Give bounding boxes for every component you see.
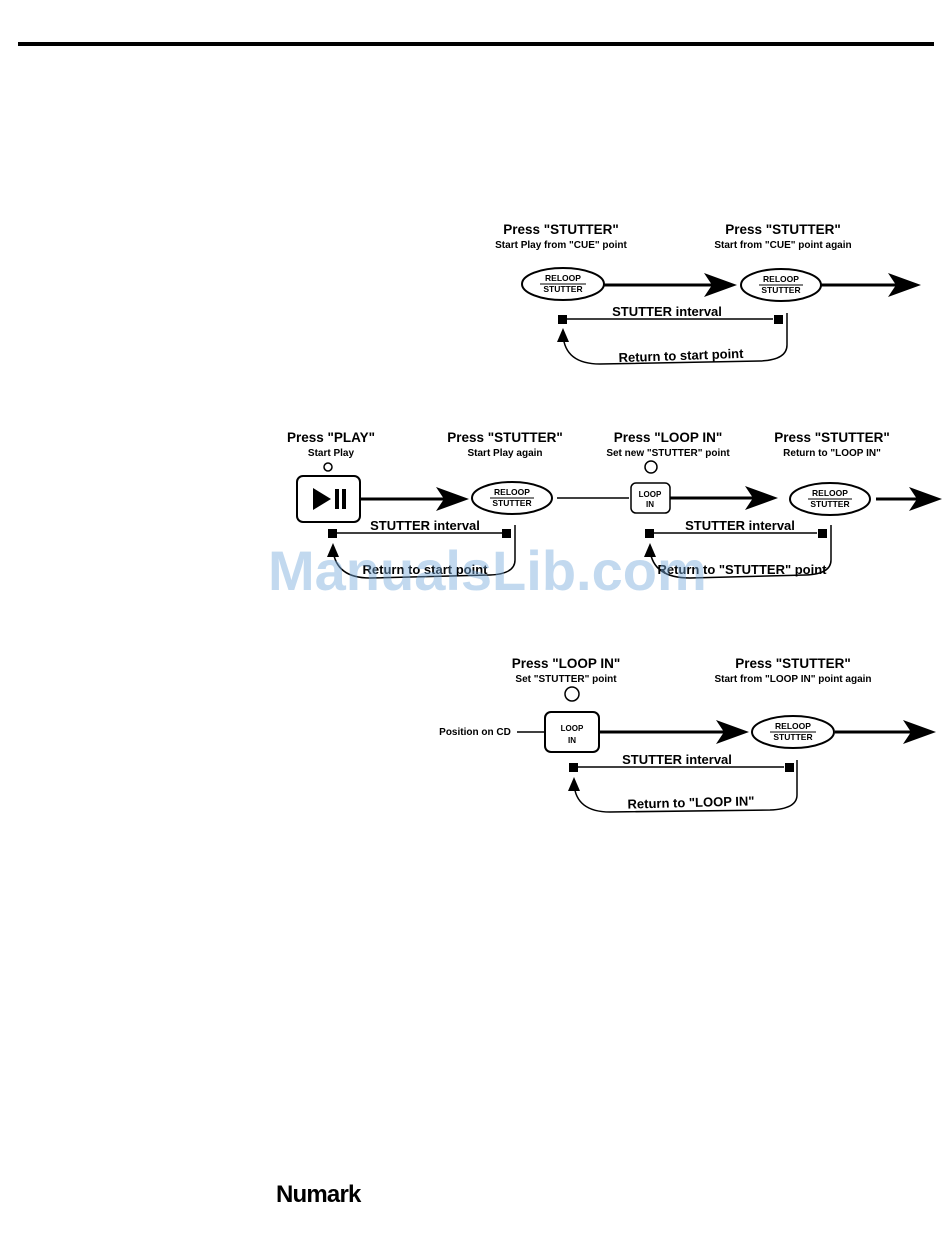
return-arrow-icon	[327, 543, 339, 557]
loop-in-bottom-label: IN	[568, 736, 576, 745]
stutter-button-bottom-label: STUTTER	[543, 284, 582, 294]
stutter-button-bottom-label: STUTTER	[810, 499, 849, 509]
loop-in-top-label: LOOP	[639, 490, 662, 499]
return-arrow-icon	[644, 543, 656, 557]
d2-step2-title: Press "STUTTER"	[447, 430, 563, 445]
pause-bar-icon	[342, 489, 346, 509]
return-loop	[573, 760, 798, 813]
play-icon	[313, 488, 331, 510]
interval-label: STUTTER interval	[685, 518, 795, 533]
d3-step1-title: Press "LOOP IN"	[512, 656, 621, 671]
stutter-button-bottom-label: STUTTER	[492, 498, 531, 508]
top-rule	[18, 42, 934, 46]
return-arrow-icon	[557, 328, 569, 342]
stutter-button-bottom-label: STUTTER	[761, 285, 800, 295]
interval-end-marker	[818, 529, 827, 538]
diagram-2: Press "PLAY" Start Play Press "STUTTER" …	[287, 430, 942, 579]
d2-step3-subtitle: Set new "STUTTER" point	[606, 448, 730, 459]
interval-start-marker	[645, 529, 654, 538]
return-loop	[332, 525, 516, 579]
stutter-button: RELOOP STUTTER	[740, 268, 822, 302]
arrow-head-icon	[909, 487, 942, 511]
arrow-head-icon	[704, 273, 737, 297]
return-label: Return to "LOOP IN"	[627, 793, 754, 811]
arrow-head-icon	[888, 273, 921, 297]
stutter-button-bottom-label: STUTTER	[773, 732, 812, 742]
led-indicator-icon	[323, 462, 333, 472]
arrow-head-icon	[745, 486, 778, 510]
d2-step1-subtitle: Start Play	[308, 448, 355, 459]
return-label: Return to start point	[363, 562, 489, 577]
interval-start-marker	[328, 529, 337, 538]
brand-logo: Numark	[276, 1181, 361, 1208]
loop-in-button: LOOP IN	[630, 482, 671, 514]
stutter-button-top-label: RELOOP	[763, 274, 799, 284]
arrow-head-icon	[716, 720, 749, 744]
pause-bar-icon	[335, 489, 339, 509]
d2-step3-title: Press "LOOP IN"	[614, 430, 723, 445]
loop-in-bottom-label: IN	[646, 500, 654, 509]
d2-step4-subtitle: Return to "LOOP IN"	[783, 448, 881, 459]
interval-label: STUTTER interval	[622, 752, 732, 767]
watermark: ManualsLib.com	[268, 539, 707, 602]
position-on-cd-label: Position on CD	[439, 727, 511, 738]
interval-start-marker	[569, 763, 578, 772]
d3-step1-subtitle: Set "STUTTER" point	[515, 674, 617, 685]
interval-label: STUTTER interval	[612, 304, 722, 319]
led-indicator-icon	[564, 686, 580, 702]
stutter-button-top-label: RELOOP	[775, 721, 811, 731]
led-indicator-icon	[644, 460, 658, 474]
d3-step2-title: Press "STUTTER"	[735, 656, 851, 671]
loop-in-top-label: LOOP	[561, 724, 584, 733]
stutter-button: RELOOP STUTTER	[751, 715, 835, 749]
return-label: Return to start point	[618, 346, 744, 365]
diagram-1: Press "STUTTER" Start Play from "CUE" po…	[495, 222, 921, 365]
d1-step2-subtitle: Start from "CUE" point again	[714, 240, 851, 251]
interval-end-marker	[502, 529, 511, 538]
diagram-3: Press "LOOP IN" Set "STUTTER" point Pres…	[439, 656, 936, 813]
interval-start-marker	[558, 315, 567, 324]
stutter-button-top-label: RELOOP	[494, 487, 530, 497]
arrow-head-icon	[903, 720, 936, 744]
stutter-button: RELOOP STUTTER	[471, 481, 553, 515]
stutter-button-top-label: RELOOP	[812, 488, 848, 498]
play-pause-button	[296, 475, 361, 523]
return-label: Return to "STUTTER" point	[657, 562, 827, 577]
d2-step2-subtitle: Start Play again	[467, 448, 542, 459]
stutter-button-top-label: RELOOP	[545, 273, 581, 283]
d2-step4-title: Press "STUTTER"	[774, 430, 890, 445]
stutter-button: RELOOP STUTTER	[789, 482, 871, 516]
interval-end-marker	[785, 763, 794, 772]
d1-step1-title: Press "STUTTER"	[503, 222, 619, 237]
interval-end-marker	[774, 315, 783, 324]
return-loop	[649, 525, 832, 579]
arrow-head-icon	[436, 487, 469, 511]
interval-label: STUTTER interval	[370, 518, 480, 533]
loop-in-button: LOOP IN	[544, 711, 600, 753]
d1-step2-title: Press "STUTTER"	[725, 222, 841, 237]
d3-step2-subtitle: Start from "LOOP IN" point again	[714, 674, 871, 685]
d2-step1-title: Press "PLAY"	[287, 430, 375, 445]
return-arrow-icon	[568, 777, 580, 791]
stutter-button: RELOOP STUTTER	[521, 267, 605, 301]
d1-step1-subtitle: Start Play from "CUE" point	[495, 240, 627, 251]
return-loop	[562, 313, 788, 365]
